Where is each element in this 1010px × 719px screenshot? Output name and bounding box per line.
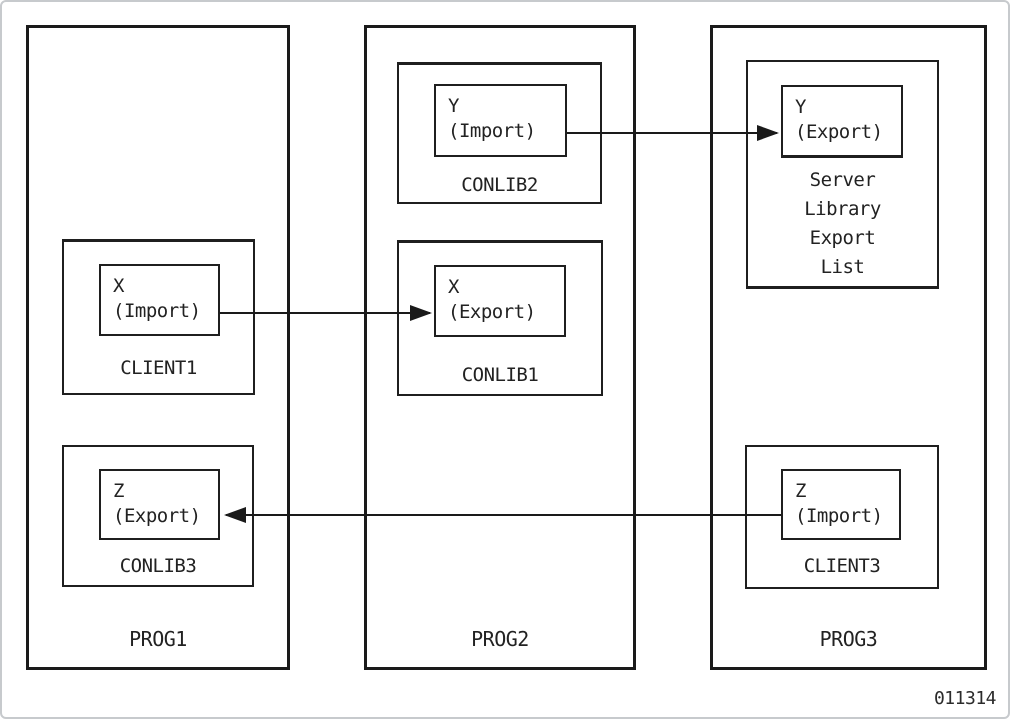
module-label-client1: CLIENT1: [120, 357, 197, 379]
symbol-direction: (Import): [113, 300, 201, 322]
symbol-direction: (Export): [448, 301, 536, 323]
symbol-name: X: [113, 275, 124, 297]
symbol-direction: (Export): [113, 505, 201, 527]
module-label-server-export-list: Server Library Export List: [748, 166, 937, 282]
module-label-client3: CLIENT3: [803, 555, 881, 577]
program-label-prog1: PROG1: [129, 627, 187, 651]
module-box-client1: X (Import) CLIENT1: [62, 239, 255, 395]
server-label-line: Library: [804, 198, 881, 220]
symbol-box-x-export: X (Export): [434, 265, 566, 337]
module-label-conlib3: CONLIB3: [119, 555, 197, 577]
module-box-server-export-list: Y (Export) Server Library Export List: [746, 60, 939, 289]
module-box-conlib1: X (Export) CONLIB1: [397, 240, 603, 396]
module-label-conlib1: CONLIB1: [461, 364, 539, 386]
symbol-direction: (Import): [795, 505, 883, 527]
symbol-name: X: [448, 276, 459, 298]
program-box-prog1: X (Import) CLIENT1 Z (Export) CONLIB3 PR…: [26, 25, 290, 670]
symbol-box-z-export: Z (Export): [99, 469, 220, 540]
module-box-client3: Z (Import) CLIENT3: [745, 445, 939, 589]
server-label-line: List: [820, 256, 865, 278]
server-label-line: Export: [809, 227, 876, 249]
symbol-box-x-import: X (Import): [99, 264, 220, 336]
symbol-direction: (Export): [795, 121, 883, 143]
program-box-prog2: Y (Import) CONLIB2 X (Export) CONLIB1 PR…: [364, 25, 636, 670]
symbol-box-z-import: Z (Import): [781, 469, 901, 540]
module-label-conlib2: CONLIB2: [461, 174, 538, 196]
module-box-conlib3: Z (Export) CONLIB3: [62, 445, 254, 587]
program-label-prog3: PROG3: [819, 627, 878, 651]
symbol-name: Z: [795, 480, 806, 502]
symbol-name: Y: [795, 96, 806, 118]
server-label-line: Server: [809, 169, 876, 191]
symbol-box-y-import: Y (Import): [434, 84, 567, 157]
module-box-conlib2: Y (Import) CONLIB2: [397, 62, 602, 204]
symbol-box-y-export: Y (Export): [781, 85, 903, 158]
figure-number: 011314: [933, 688, 997, 709]
program-box-prog3: Y (Export) Server Library Export List Z …: [710, 25, 987, 670]
program-label-prog2: PROG2: [471, 627, 529, 651]
symbol-direction: (Import): [448, 120, 536, 142]
symbol-name: Y: [448, 95, 459, 117]
symbol-name: Z: [113, 480, 124, 502]
